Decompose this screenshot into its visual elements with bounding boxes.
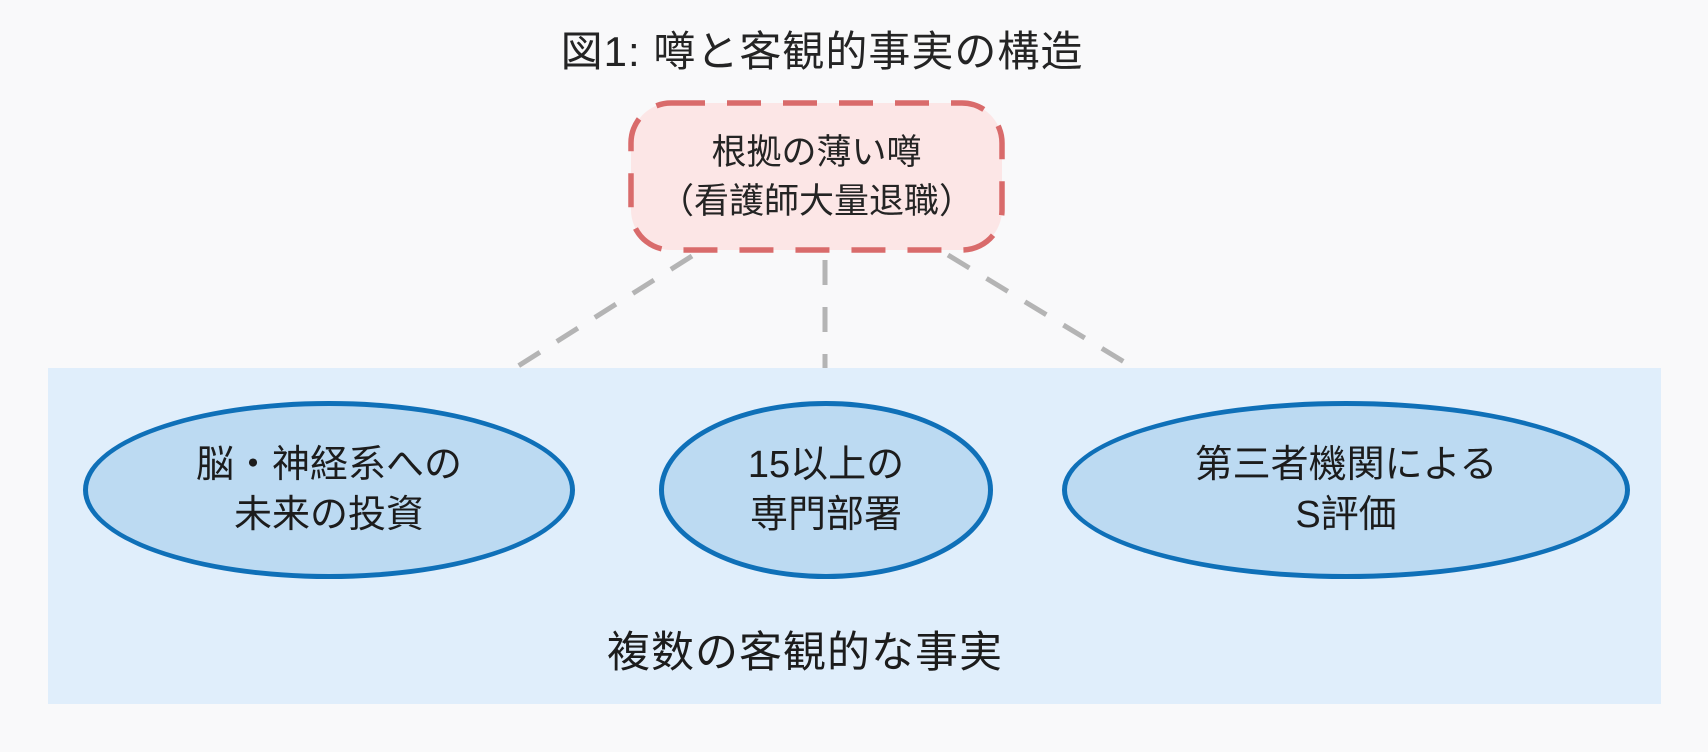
fact-node-specialized-departments: 15以上の 専門部署 <box>659 401 993 579</box>
fact-node-line1: 脳・神経系への <box>195 443 462 486</box>
fact-node-line2: 専門部署 <box>749 494 902 536</box>
fact-node-line1: 第三者機関による <box>1194 443 1498 486</box>
fact-node-brain-investment: 脳・神経系への 未来の投資 <box>83 401 575 579</box>
fact-node-line2: S評価 <box>1295 494 1397 536</box>
fact-node-line1: 15以上の <box>747 443 905 486</box>
rumor-box: 根拠の薄い噂 （看護師大量退職） <box>628 100 1005 253</box>
rumor-box-line2: （看護師大量退職） <box>658 181 974 221</box>
fact-node-third-party-rating: 第三者機関による S評価 <box>1062 401 1630 579</box>
figure-title: 図1: 噂と客観的事実の構造 <box>560 28 1084 75</box>
rumor-box-line1: 根拠の薄い噂 <box>711 132 922 172</box>
fact-node-line2: 未来の投資 <box>233 494 424 536</box>
facts-area-label: 複数の客観的な事実 <box>607 629 1003 677</box>
rumor-box-shape <box>628 100 1005 253</box>
